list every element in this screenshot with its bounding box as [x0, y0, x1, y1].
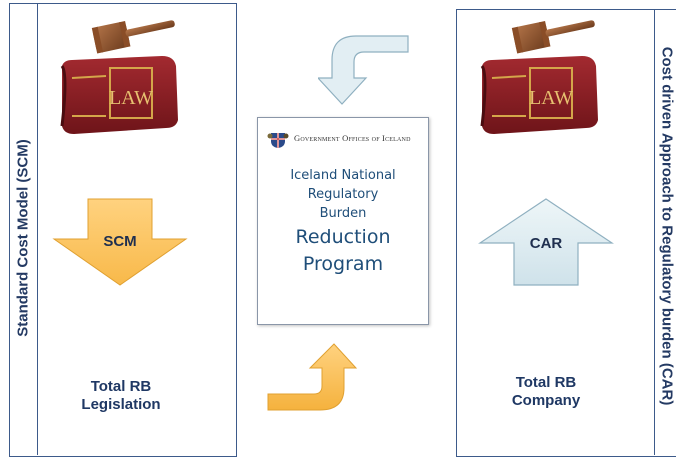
curved-arrow-bottom: [267, 343, 358, 411]
iceland-program-document: Government Offices of Iceland Iceland Na…: [257, 117, 429, 325]
doc-line5: Program: [302, 253, 384, 275]
law-label: LAW: [109, 87, 153, 109]
doc-line2: Regulatory: [307, 187, 379, 202]
doc-line3: Burden: [319, 206, 367, 221]
scm-caption: Total RB Legislation: [66, 378, 176, 414]
car-up-arrow: CAR: [478, 198, 614, 286]
doc-line4: Reduction: [295, 226, 391, 248]
law-label-right: LAW: [529, 87, 573, 109]
doc-header: Government Offices of Iceland: [294, 133, 411, 143]
law-book-gavel-icon-right: LAW: [480, 20, 598, 134]
car-divider: [654, 9, 655, 455]
scm-caption-line2: Legislation: [81, 396, 161, 413]
scm-down-arrow: SCM: [52, 198, 188, 286]
scm-vertical-label: Standard Cost Model (SCM): [14, 139, 32, 337]
scm-arrow-label: SCM: [103, 233, 136, 250]
car-caption-line1: Total RB: [515, 374, 577, 391]
car-arrow-label: CAR: [530, 235, 563, 252]
law-book-gavel-icon: LAW: [60, 20, 178, 134]
car-vertical-label: Cost driven Approach to Regulatory burde…: [658, 46, 676, 406]
doc-line1: Iceland National: [290, 168, 396, 183]
iceland-coat-of-arms-icon: [267, 133, 289, 148]
scm-divider: [37, 3, 38, 455]
curved-arrow-top: [318, 35, 409, 105]
car-caption-line2: Company: [511, 392, 581, 409]
scm-caption-line1: Total RB: [90, 378, 152, 395]
car-caption: Total RB Company: [491, 374, 601, 410]
